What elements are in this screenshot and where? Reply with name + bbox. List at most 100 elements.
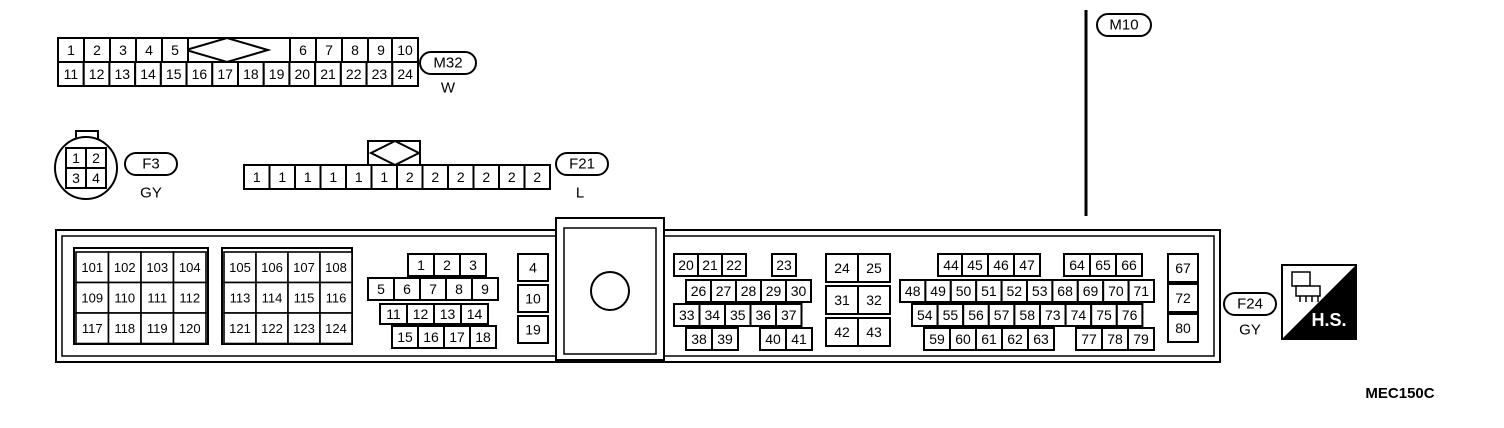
pin-cell: 1 <box>57 37 85 63</box>
pin-number: 24 <box>834 260 850 276</box>
pin-number: 55 <box>943 307 959 323</box>
pin-cell: 52 <box>1000 279 1028 303</box>
m32-id-label: M32 <box>433 55 462 72</box>
pin-cell: 121 <box>223 312 257 345</box>
pin-cell: 117 <box>75 312 110 345</box>
pin-number: 22 <box>346 66 362 82</box>
pin-cell: 54 <box>911 303 939 327</box>
pin-cell: 18 <box>469 325 497 349</box>
pin-cell: 29 <box>760 279 787 303</box>
pin-cell: 2 <box>85 147 107 169</box>
pin-number: 15 <box>397 329 413 345</box>
pin-number: 67 <box>1175 260 1191 276</box>
pin-cell: 2 <box>523 164 551 190</box>
pin-cell: 118 <box>107 312 142 345</box>
pin-box <box>255 312 289 345</box>
pin-box <box>857 285 891 315</box>
pin-number: 4 <box>145 42 153 58</box>
pin-cell: 9 <box>367 37 395 63</box>
pin-box <box>517 315 549 344</box>
pin-number: 101 <box>81 260 103 275</box>
pin-box <box>339 61 368 87</box>
pin-cell: 70 <box>1102 279 1130 303</box>
pin-box <box>721 253 747 277</box>
pin-number: 41 <box>791 331 807 347</box>
pin-number: 50 <box>956 283 972 299</box>
pin-cell: 1 <box>268 164 296 190</box>
pin-number: 3 <box>469 257 477 273</box>
pin-cell: 36 <box>749 303 777 327</box>
pin-cell: 104 <box>172 251 207 284</box>
pin-box <box>471 277 499 301</box>
pin-number: 46 <box>993 257 1009 273</box>
pin-box <box>262 61 291 87</box>
pin-number: 1 <box>329 169 337 185</box>
pin-box <box>391 61 419 87</box>
pin-cell: 20 <box>288 61 317 87</box>
pin-number: 108 <box>325 260 347 275</box>
pin-number: 2 <box>431 169 439 185</box>
pin-cell: 33 <box>673 303 701 327</box>
m32-color-label: W <box>441 80 456 97</box>
pin-number: 51 <box>981 283 997 299</box>
pin-number: 5 <box>377 281 385 297</box>
f24-color-label: GY <box>1239 322 1261 339</box>
pin-cell: 8 <box>445 277 473 301</box>
pin-number: 7 <box>429 281 437 297</box>
pin-cell: 21 <box>697 253 723 277</box>
pin-cell: 24 <box>391 61 419 87</box>
pin-cell: 1 <box>319 164 347 190</box>
pin-cell: 2 <box>447 164 475 190</box>
pin-box <box>460 303 489 325</box>
pin-number: 35 <box>730 307 746 323</box>
pin-cell: 63 <box>1027 327 1055 351</box>
pin-number: 44 <box>943 257 959 273</box>
pin-cell: 6 <box>289 37 317 63</box>
pin-number: 13 <box>114 66 130 82</box>
pin-cell: 15 <box>391 325 419 349</box>
pin-number: 24 <box>397 66 413 82</box>
pin-number: 45 <box>967 257 983 273</box>
pin-number: 111 <box>147 290 167 305</box>
pin-cell: 50 <box>949 279 978 303</box>
pin-cell: 79 <box>1127 327 1155 351</box>
pin-number: 28 <box>741 283 757 299</box>
pin-number: 32 <box>866 292 882 308</box>
pin-number: 115 <box>294 290 315 305</box>
pin-box <box>1027 327 1055 351</box>
pin-number: 7 <box>325 42 333 58</box>
pin-number: 2 <box>482 169 490 185</box>
pin-cell: 58 <box>1013 303 1042 327</box>
pin-cell: 62 <box>1001 327 1029 351</box>
pin-box <box>785 279 812 303</box>
pin-cell: 110 <box>107 281 142 314</box>
pin-number: 117 <box>82 321 103 336</box>
pin-number: 79 <box>1133 331 1149 347</box>
pin-box <box>857 317 891 347</box>
pin-cell: 23 <box>771 253 797 277</box>
pin-number: 37 <box>781 307 797 323</box>
pin-number: 3 <box>72 170 80 186</box>
pin-number: 64 <box>1069 257 1085 273</box>
pin-number: 16 <box>192 66 208 82</box>
pin-number: 49 <box>930 283 946 299</box>
pin-cell: 80 <box>1167 313 1199 343</box>
pin-number: 118 <box>114 321 135 336</box>
pin-cell: 21 <box>314 61 342 87</box>
pin-cell: 72 <box>1167 283 1199 313</box>
pin-cell: 49 <box>924 279 952 303</box>
pin-number: 80 <box>1175 320 1191 336</box>
pin-box <box>396 164 424 190</box>
pin-box <box>365 61 394 87</box>
pin-cell: 4 <box>517 253 549 282</box>
pin-number: 121 <box>229 321 251 336</box>
pin-number: 76 <box>1122 307 1138 323</box>
pin-number: 61 <box>981 331 997 347</box>
pin-cell: 2 <box>472 164 500 190</box>
pin-cell: 12 <box>406 303 435 325</box>
pin-number: 15 <box>166 66 182 82</box>
pin-box <box>517 253 549 282</box>
pin-cell: 38 <box>685 327 713 351</box>
figure-code: MEC150C <box>1365 385 1434 402</box>
pin-cell: 11 <box>57 61 85 87</box>
